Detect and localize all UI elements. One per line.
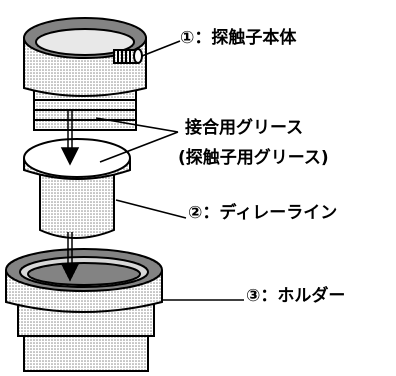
label-delay-line: ②：ディレーライン [188, 203, 338, 223]
label-holder: ③：ホルダー [246, 286, 346, 306]
connector-knob [113, 48, 143, 64]
leader-line-probe-body [141, 40, 181, 57]
holder-part [5, 248, 163, 372]
leader-line-couplant [95, 117, 179, 163]
arrow-probe-to-delay [60, 110, 80, 166]
label-probe-body: ①：探触子本体 [180, 28, 297, 48]
delay-line-part [23, 138, 131, 239]
label-couplant-line2: (探触子用グリース) [178, 148, 329, 168]
leader-line-delay-line [115, 199, 187, 219]
arrow-delay-to-holder [60, 232, 80, 282]
label-couplant-line1: 接合用グリース [185, 118, 304, 138]
probe-body-part [23, 17, 147, 131]
